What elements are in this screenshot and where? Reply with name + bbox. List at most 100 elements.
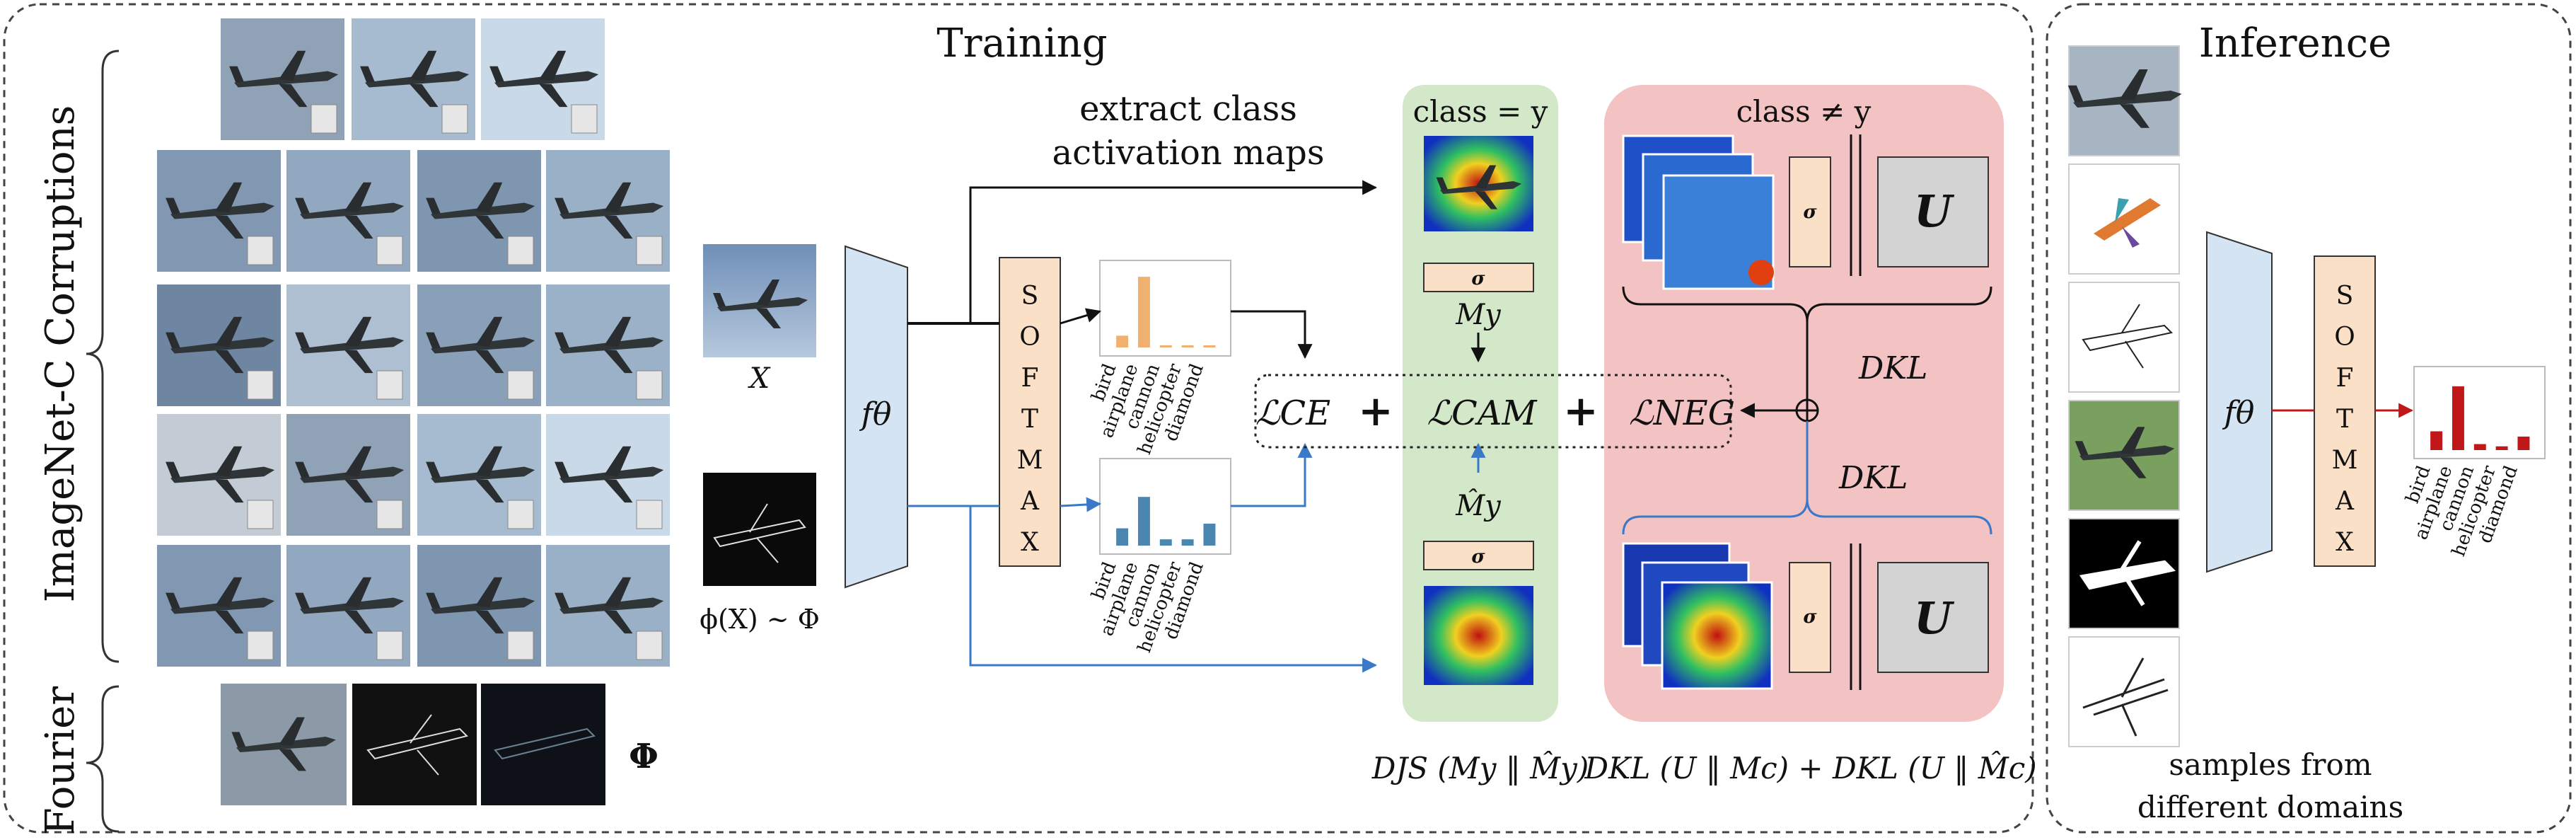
dkl-label-top: DKL	[1858, 350, 1927, 386]
inference-caption-line1: samples from	[2169, 747, 2372, 782]
x-label: X	[748, 362, 771, 395]
softmax-letter: A	[1020, 487, 1040, 516]
softmax-letter: O	[1019, 323, 1040, 352]
u-label-bottom: U	[1914, 592, 1955, 644]
watermark-badge	[441, 104, 468, 134]
inference-title: Inference	[2199, 21, 2392, 67]
watermark-badge	[636, 631, 663, 660]
bar-chart-orange	[1116, 277, 1216, 347]
bar-bird	[1116, 528, 1129, 546]
my-label: My	[1455, 299, 1502, 331]
sigma-label-neg-top: σ	[1803, 202, 1817, 223]
sigma-box-neg-top	[1789, 156, 1831, 267]
bar-cannon	[1159, 539, 1172, 546]
bar-chart-blue	[1116, 497, 1216, 546]
loss-ce: ℒCE	[1255, 393, 1330, 433]
bar-chart-red	[2430, 386, 2530, 450]
softmax-letter: T	[2336, 405, 2353, 434]
bar-airplane	[1137, 497, 1150, 546]
softmax-block	[999, 257, 1061, 567]
dkl-label-bottom: DKL	[1838, 460, 1908, 496]
watermark-badge	[376, 631, 403, 660]
softmax-letter: F	[1021, 364, 1039, 393]
sample-sketch	[2068, 282, 2180, 393]
cam-text-line1: extract class	[1079, 89, 1297, 129]
softmax-letter: X	[2336, 528, 2354, 557]
watermark-badge	[507, 370, 534, 400]
watermark-badge	[571, 104, 598, 134]
watermark-badge	[636, 236, 663, 265]
phi-symbol: Φ	[629, 737, 658, 776]
sigma-box-neg-bottom	[1789, 562, 1831, 673]
cam-heatmap-hat	[1424, 586, 1533, 685]
softmax-letter: S	[1021, 282, 1039, 311]
training-arrows	[907, 180, 1378, 673]
sigma-box-pos	[1423, 263, 1534, 292]
sigma-box-hat	[1423, 541, 1534, 570]
softmax-letter: M	[2332, 446, 2358, 475]
softmax-letter: S	[2336, 282, 2354, 311]
watermark-badge	[507, 631, 534, 660]
phi-x-image	[703, 473, 816, 586]
watermark-badge	[247, 370, 274, 400]
watermark-badge	[636, 500, 663, 529]
fourier-image-3	[481, 684, 605, 805]
loss-cam: ℒCAM	[1427, 393, 1538, 433]
watermark-badge	[376, 500, 403, 529]
fourier-image-2	[352, 684, 477, 805]
training-title: Training	[936, 21, 1107, 67]
f-theta-inference-label: fθ	[2222, 395, 2255, 431]
neg-heatmap-stack-bottom	[1622, 542, 1773, 690]
neg-heatmap-stack-top	[1622, 134, 1775, 290]
watermark-badge	[311, 104, 337, 134]
corruptions-label: ImageNet-C Corruptions	[37, 105, 83, 603]
bar-cannon	[2473, 444, 2486, 450]
f-theta-encoder	[845, 245, 908, 589]
f-theta-label: fθ	[859, 396, 892, 432]
brace-neg-bottom	[1622, 498, 1992, 535]
watermark-badge	[507, 500, 534, 529]
f-theta-inference	[2206, 231, 2273, 573]
loss-neg: ℒNEG	[1629, 393, 1735, 433]
watermark-badge	[247, 631, 274, 660]
bar-helicopter	[1181, 345, 1194, 347]
uniform-box-top	[1877, 156, 1989, 267]
softmax-letter: M	[1017, 446, 1043, 475]
inference-caption-line2: different domains	[2137, 790, 2403, 824]
sigma-label-pos: σ	[1471, 268, 1485, 289]
uniform-box-bottom	[1877, 562, 1989, 673]
bar-cannon	[1159, 345, 1172, 347]
bar-bird	[1116, 335, 1129, 347]
corruption-image-grid	[157, 18, 670, 667]
softmax-letter: O	[2334, 323, 2355, 352]
dkl-formula: DKL (U ‖ Mc) + DKL (U ‖ M̂c)	[1584, 749, 2036, 786]
corruptions-brace	[86, 50, 120, 663]
bar-bird	[2430, 431, 2443, 450]
domain-sample-images	[2067, 45, 2182, 747]
softmax-letter: A	[2335, 487, 2355, 516]
bar-diamond	[1203, 523, 1216, 546]
inference-frame	[2046, 3, 2572, 834]
watermark-badge	[247, 500, 274, 529]
fourier-images	[221, 684, 605, 805]
class-eq-label: class = y	[1413, 94, 1548, 129]
softmax-letter: F	[2336, 364, 2354, 393]
watermark-badge	[247, 236, 274, 265]
cam-text-line2: activation maps	[1052, 133, 1324, 173]
fourier-brace	[86, 685, 120, 833]
watermark-badge	[376, 370, 403, 400]
softmax-inference	[2314, 255, 2376, 567]
watermark-badge	[376, 236, 403, 265]
bar-helicopter	[2495, 446, 2508, 450]
phi-x-label: ϕ(X) ~ Φ	[700, 604, 820, 635]
watermark-badge	[507, 236, 534, 265]
bar-diamond	[2517, 436, 2530, 450]
softmax-letter: X	[1021, 528, 1039, 557]
djs-formula: DJS (My ‖ M̂y)	[1371, 749, 1589, 786]
my-hat-label: M̂y	[1455, 490, 1502, 522]
plus-2: +	[1565, 389, 1598, 435]
